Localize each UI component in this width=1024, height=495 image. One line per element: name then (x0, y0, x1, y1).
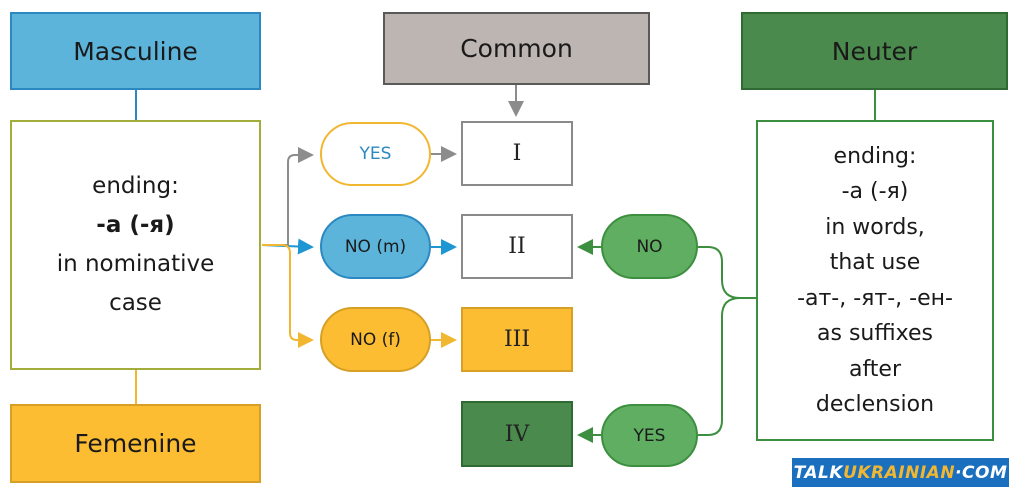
declension-iv-label: IV (504, 421, 530, 447)
no-feminine-pill: NO (f) (320, 307, 431, 372)
declension-i-box: I (461, 121, 573, 186)
feminine-label: Femenine (74, 429, 197, 458)
neuter-header: Neuter (741, 12, 1008, 90)
declension-iii-box: III (461, 307, 573, 372)
neuter-no-pill: NO (601, 214, 698, 279)
rule-line: case (109, 290, 162, 316)
brand-part-ukrainian: UKRAINIAN (843, 462, 956, 483)
rule-line: ending: (92, 173, 179, 199)
rule-line: declension (815, 392, 935, 417)
common-header: Common (383, 12, 650, 85)
declension-i-label: I (512, 141, 522, 166)
neuter-label: Neuter (831, 36, 918, 66)
neuter-yes-label: YES (633, 425, 666, 446)
masc-fem-rule-box: ending: -а (-я) in nominative case (10, 120, 261, 370)
declension-iv-box: IV (461, 401, 573, 467)
no-masculine-label: NO (m) (344, 236, 407, 257)
right-bracket (698, 246, 756, 299)
rule-line: -а (-я) (96, 212, 175, 238)
rule-line: that use (829, 250, 921, 275)
common-label: Common (460, 34, 573, 63)
brand-part-com: ·COM (955, 462, 1008, 483)
yes-pill: YES (320, 122, 431, 186)
declension-ii-box: II (461, 214, 573, 279)
brand-part-talk: TALK (793, 462, 844, 483)
rule-line: -ат-, -ят-, -ен- (797, 285, 953, 311)
yes-label: YES (359, 144, 392, 164)
masculine-label: Masculine (73, 36, 198, 66)
rule-to-nof-arrow (262, 244, 314, 348)
neuter-yes-pill: YES (601, 404, 698, 467)
rule-line: after (848, 356, 902, 382)
rule-line: in nominative (56, 251, 215, 277)
masculine-header: Masculine (10, 12, 261, 90)
neuter-rule-box: ending: -а (-я) in words, that use -ат-,… (756, 120, 994, 441)
rule-line: as suffixes (817, 321, 933, 346)
feminine-header: Femenine (10, 404, 261, 483)
rule-line: -а (-я) (841, 179, 909, 204)
no-masculine-pill: NO (m) (320, 214, 431, 279)
no-feminine-label: NO (f) (350, 329, 401, 350)
declension-iii-label: III (503, 327, 531, 352)
rule-line: in words, (825, 214, 925, 240)
neuter-no-label: NO (636, 236, 663, 257)
rule-line: ending: (833, 143, 917, 169)
declension-ii-label: II (508, 234, 526, 259)
rule-to-yes-arrow (262, 147, 314, 246)
right-bracket-lower (698, 297, 741, 436)
